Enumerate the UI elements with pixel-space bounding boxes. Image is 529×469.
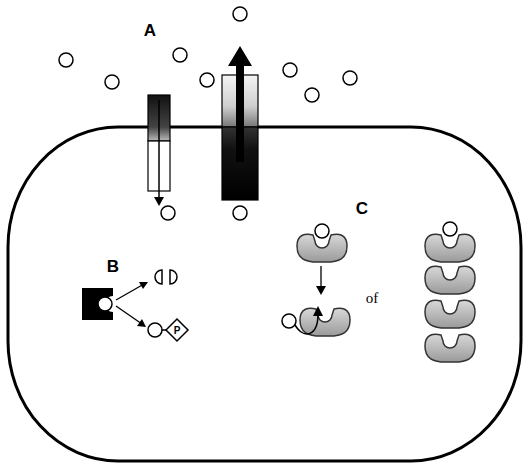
enzymes	[282, 222, 475, 362]
part-letter: B	[107, 258, 119, 275]
part-letter: C	[356, 200, 368, 217]
cell-membrane	[8, 127, 521, 461]
phosphate-diamond	[166, 319, 188, 341]
part-letter: A	[144, 22, 156, 39]
import-transporter	[148, 95, 170, 206]
degradation-enzyme	[82, 270, 188, 341]
phosphate-label: P	[174, 326, 181, 336]
word-label: of	[366, 291, 379, 306]
molecules	[59, 7, 357, 220]
export-transporter	[222, 46, 258, 200]
